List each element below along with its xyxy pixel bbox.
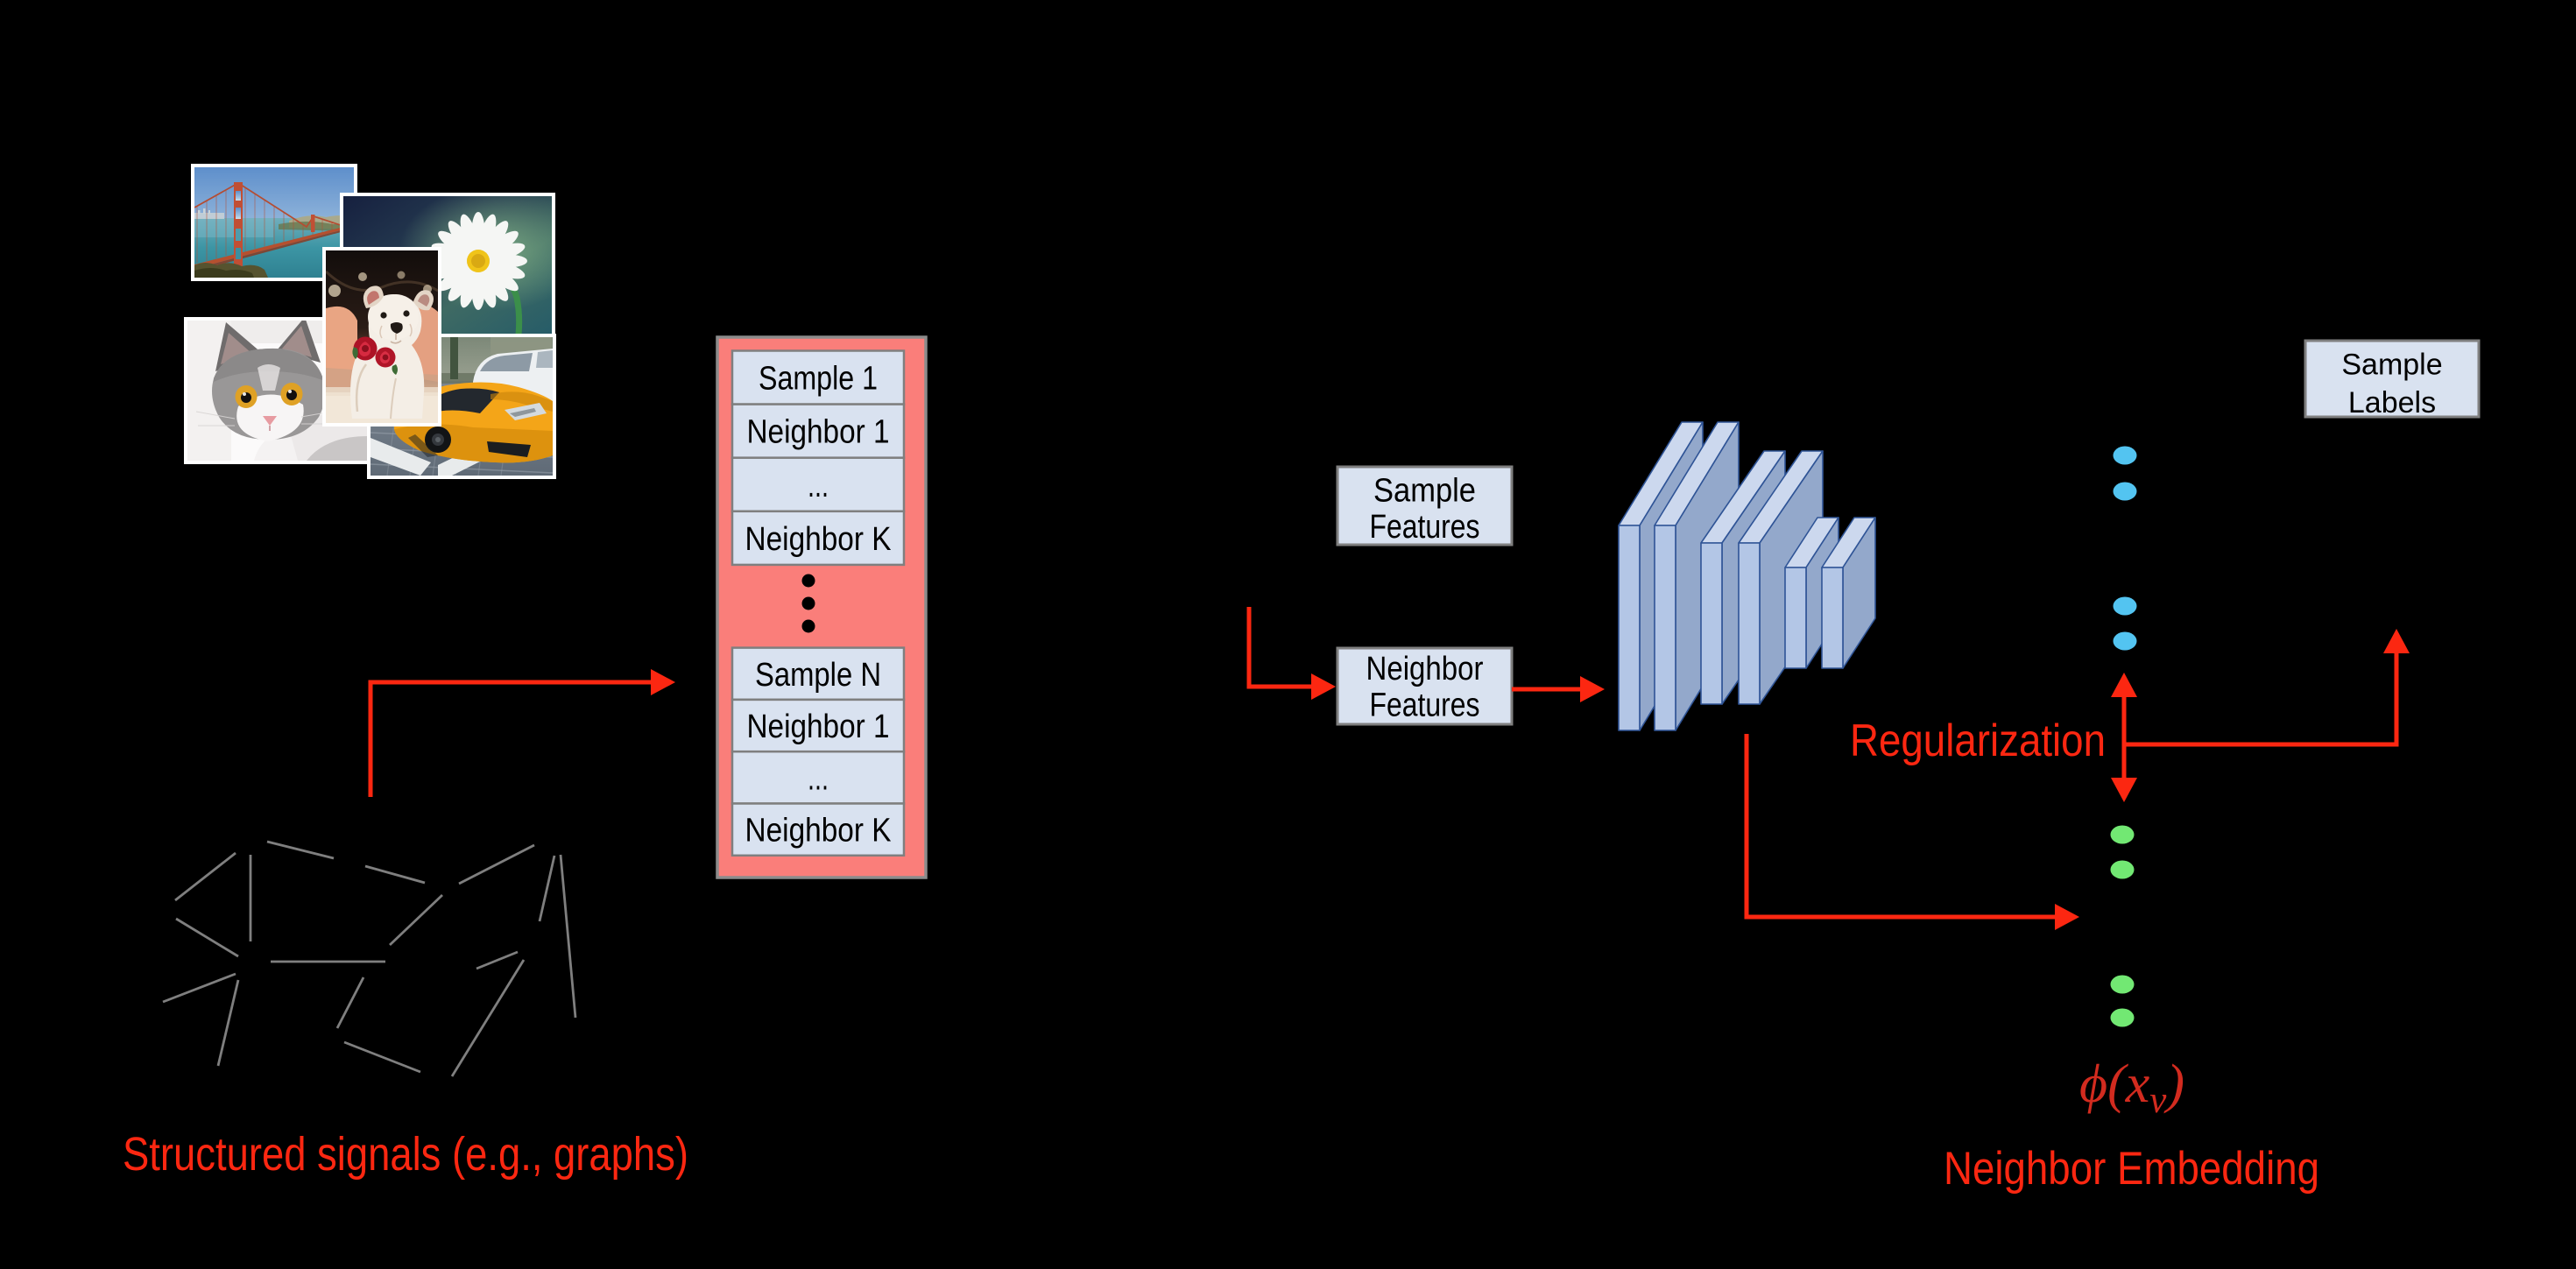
svg-text:Sample 1: Sample 1: [759, 361, 878, 398]
svg-text:Neighbor Embedding: Neighbor Embedding: [1944, 1143, 2319, 1195]
svg-text:Regularization: Regularization: [1850, 716, 2106, 766]
svg-text:...: ...: [808, 760, 829, 797]
svg-text:Labels: Labels: [2348, 386, 2436, 419]
svg-text:Neighbor 1: Neighbor 1: [747, 414, 890, 451]
svg-text:Sample N: Sample N: [755, 657, 881, 694]
svg-text:Structured signals (e.g., grap: Structured signals (e.g., graphs): [123, 1128, 688, 1181]
svg-text:Sample: Sample: [2341, 349, 2442, 382]
svg-text:...: ...: [808, 468, 829, 504]
svg-text:ϕ(xv): ϕ(xv): [2079, 1054, 2184, 1121]
svg-text:Neighbor K: Neighbor K: [745, 521, 892, 558]
svg-text:Neighbor K: Neighbor K: [745, 813, 892, 850]
svg-text:Neighbor: Neighbor: [1366, 651, 1484, 687]
svg-text:Neighbor 1: Neighbor 1: [747, 709, 890, 745]
svg-text:Features: Features: [1370, 509, 1480, 546]
svg-text:Features: Features: [1370, 687, 1480, 724]
svg-text:Sample: Sample: [1373, 473, 1476, 510]
